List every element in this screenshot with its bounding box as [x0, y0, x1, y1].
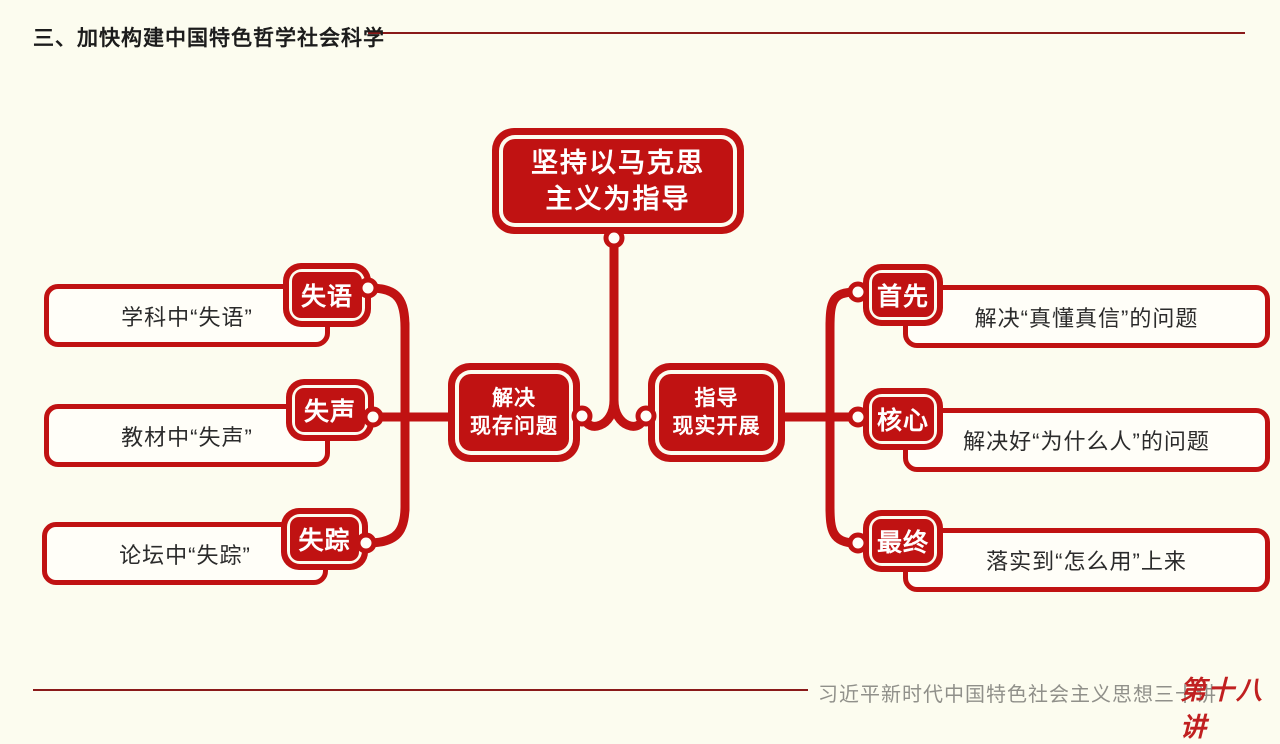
left-tag-2-gap-ring: 失声: [292, 385, 368, 435]
root-node-fill: 坚持以马克思 主义为指导: [503, 139, 733, 223]
title-rule-line: [368, 32, 1245, 34]
left-tag-3-gap-ring: 失踪: [287, 514, 362, 564]
right-leaf-2: 解决好“为什么人”的问题: [903, 408, 1270, 472]
footer-series-title: 习近平新时代中国特色社会主义思想三十讲: [818, 684, 1217, 706]
right-leaf-3: 落实到“怎么用”上来: [903, 528, 1270, 592]
right-leaf-3-text: 落实到“怎么用”上来: [986, 549, 1187, 574]
guidance-node-fill: 指导 现实开展: [659, 374, 774, 451]
right-tag-3-gap-ring: 最终: [869, 516, 937, 566]
left-tag-1: 失语: [283, 263, 371, 327]
right-tag-1-label: 首先: [872, 273, 934, 317]
right-leaf-1-text: 解决“真懂真信”的问题: [974, 305, 1199, 331]
root-node-label-line1: 坚持以马克思: [531, 147, 705, 178]
left-leaf-2-text: 教材中“失声”: [121, 424, 253, 450]
root-split-left-line: [580, 234, 619, 431]
right-tag-1-gap-ring: 首先: [869, 270, 937, 320]
root-node-gap-ring: 坚持以马克思 主义为指导: [499, 135, 737, 227]
guidance-node-line1: 指导: [694, 387, 739, 411]
right-top-hook-line: [825, 287, 861, 333]
left-tag-1-label: 失语: [292, 272, 362, 318]
right-bottom-hook-line: [825, 501, 861, 548]
left-leaf-1-text: 学科中“失语”: [121, 304, 253, 330]
right-tag-1: 首先: [863, 264, 943, 326]
problems-node-line1: 解决: [492, 387, 536, 411]
connector-lines: [363, 234, 861, 548]
left-top-hook-line: [365, 283, 410, 333]
left-leaf-2: 教材中“失声”: [44, 404, 330, 467]
right-tag-2-label: 核心: [872, 397, 934, 441]
right-tag-2-gap-ring: 核心: [869, 394, 937, 444]
right-leaf-1: 解决“真懂真信”的问题: [903, 285, 1270, 348]
connector-dots: [355, 227, 869, 554]
footer-rule-line: [33, 689, 808, 691]
left-tag-2-label: 失声: [295, 388, 365, 432]
problems-node-gap-ring: 解决 现存问题: [455, 370, 573, 455]
guidance-node: 指导 现实开展: [648, 363, 785, 462]
left-leaf-3: 论坛中“失踪”: [42, 522, 328, 585]
left-bottom-hook-line: [363, 501, 410, 548]
right-tag-2: 核心: [863, 388, 943, 450]
right-tag-3: 最终: [863, 510, 943, 572]
guidance-node-line2: 现实开展: [672, 414, 761, 438]
guidance-node-gap-ring: 指导 现实开展: [655, 370, 778, 455]
left-tag-3: 失踪: [281, 508, 368, 570]
problems-node: 解决 现存问题: [448, 363, 580, 462]
left-leaf-1: 学科中“失语”: [44, 284, 330, 347]
footer-lecture-number: 第十八讲: [1180, 676, 1265, 742]
root-node-label-line2: 主义为指导: [545, 184, 691, 214]
left-tag-2: 失声: [286, 379, 374, 441]
problems-node-fill: 解决 现存问题: [459, 374, 569, 451]
root-split-right-line: [609, 234, 648, 431]
right-leaf-2-text: 解决好“为什么人”的问题: [963, 429, 1210, 454]
problems-node-line2: 现存问题: [470, 414, 558, 438]
right-tag-3-label: 最终: [872, 519, 934, 563]
left-tag-1-gap-ring: 失语: [289, 269, 365, 321]
slide-title: 三、加快构建中国特色哲学社会科学: [33, 27, 385, 50]
left-leaf-3-text: 论坛中“失踪”: [119, 542, 251, 568]
root-node: 坚持以马克思 主义为指导: [492, 128, 744, 234]
left-tag-3-label: 失踪: [290, 517, 359, 561]
